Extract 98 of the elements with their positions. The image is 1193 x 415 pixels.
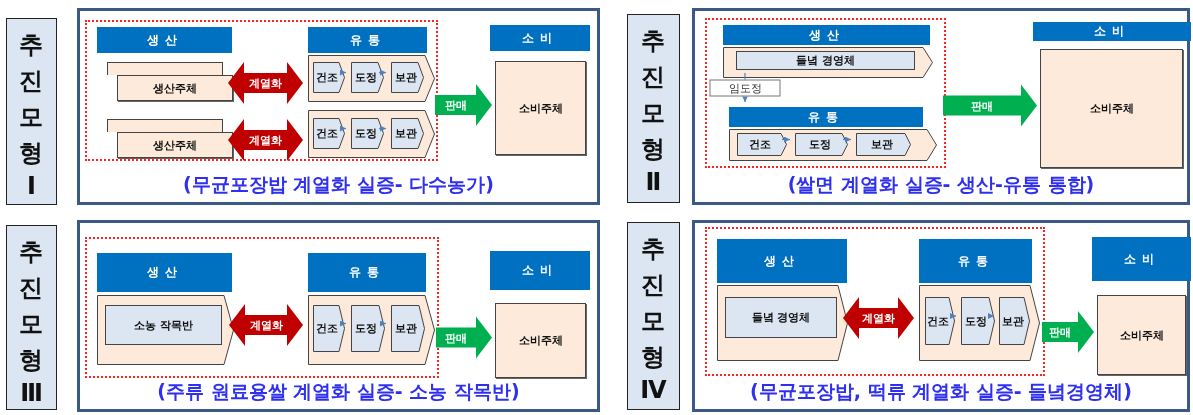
header-bar: 유통 — [308, 27, 427, 53]
panel-caption: (쌀면 계열화 실증- 생산-유통 통합) — [786, 172, 1096, 197]
edge-label: 판매 — [444, 97, 467, 113]
process-step: 보관 — [856, 133, 911, 156]
arrow — [339, 69, 347, 76]
panel-frame — [692, 220, 1190, 412]
stage-panel — [729, 129, 937, 161]
block-arrow — [943, 84, 1037, 127]
process-step: 건조 — [313, 118, 345, 149]
block-arrow — [435, 84, 492, 126]
edge-label: 계열화 — [249, 75, 282, 91]
edge-label: 계열화 — [249, 132, 282, 148]
header-bar: 유통 — [919, 239, 1032, 283]
roman-numeral: Ⅰ — [27, 171, 36, 201]
stacked-card — [107, 119, 223, 132]
roman-numeral: Ⅲ — [20, 378, 43, 408]
block-arrow — [229, 304, 303, 346]
dotted-region — [85, 20, 438, 161]
panel-frame — [77, 8, 600, 205]
stage-panel — [97, 295, 234, 365]
arrow — [339, 125, 347, 132]
panel-caption: (무균포장밥 계열화 실증- 다수농가) — [181, 172, 496, 197]
model-title: 추진모형 — [640, 234, 667, 373]
header-bar: 소비 — [1033, 22, 1191, 41]
header-bar: 소비 — [490, 25, 590, 51]
producer-box: 생산주체 — [117, 132, 233, 158]
model-label-box — [6, 225, 57, 410]
stacked-card — [107, 62, 223, 75]
process-step: 도정 — [351, 62, 384, 93]
model-label-box — [6, 18, 57, 205]
block-arrow — [228, 62, 303, 104]
consumer-box: 소비주체 — [495, 303, 586, 378]
stage-panel — [308, 110, 435, 158]
edge-label: 계열화 — [249, 317, 283, 333]
stage-panel — [723, 47, 933, 78]
process-step: 도정 — [351, 305, 385, 352]
arrow — [988, 313, 995, 319]
roman-numeral: Ⅳ — [640, 375, 667, 405]
header-bar: 유통 — [729, 107, 923, 127]
arrow — [378, 69, 387, 76]
header-bar: 생산 — [723, 25, 930, 45]
process-step: 도정 — [351, 118, 384, 149]
producer-box: 들녘 경영체 — [736, 51, 915, 70]
dotted-region — [705, 18, 946, 168]
panel-frame — [77, 220, 600, 412]
stage-panel — [308, 55, 435, 102]
model-title: 추진모형 — [18, 237, 45, 376]
panel-caption: (주류 원료용쌀 계열화 실증- 소농 작목반) — [156, 379, 521, 404]
arrow — [379, 320, 387, 327]
header-bar: 생산 — [97, 253, 232, 292]
header-bar: 소비 — [1092, 237, 1191, 281]
model-label-box — [627, 222, 680, 410]
edge-label: 임도정 — [709, 79, 781, 96]
panel-caption: (무균포장밥, 떡류 계열화 실증- 들녘경영체) — [749, 379, 1133, 404]
roman-numeral: Ⅱ — [645, 167, 662, 197]
dotted-region — [705, 227, 1045, 376]
stage-panel — [919, 285, 1040, 361]
producer-box: 들녘 경영체 — [725, 297, 837, 338]
arrow — [842, 136, 852, 143]
arrow — [378, 125, 387, 132]
header-bar: 생산 — [97, 27, 232, 53]
process-step: 보관 — [391, 118, 424, 149]
edge-label: 판매 — [445, 330, 467, 345]
process-step: 건조 — [313, 62, 345, 93]
model-label-box — [627, 14, 680, 203]
block-arrow — [436, 316, 492, 359]
stage-panel — [308, 295, 435, 365]
consumer-box: 소비주체 — [1097, 295, 1186, 375]
consumer-box: 소비주체 — [495, 61, 586, 155]
block-arrow — [228, 119, 303, 161]
arrow — [339, 320, 347, 327]
producer-box: 생산주체 — [117, 75, 233, 101]
process-step: 건조 — [737, 133, 787, 156]
process-step: 보관 — [391, 305, 425, 352]
header-bar: 소비 — [490, 251, 590, 290]
process-step: 도정 — [961, 297, 995, 345]
arrow — [781, 136, 791, 143]
process-step: 건조 — [313, 305, 345, 352]
dotted-region — [85, 237, 439, 378]
panel-frame — [692, 8, 1190, 205]
process-step: 보관 — [999, 297, 1030, 345]
model-title: 추진모형 — [18, 30, 45, 169]
producer-box: 소농 작목반 — [105, 305, 222, 345]
block-arrow — [843, 297, 914, 339]
arrow — [742, 72, 748, 103]
model-title: 추진모형 — [640, 26, 667, 165]
process-step: 도정 — [795, 133, 848, 156]
header-bar: 유통 — [308, 253, 426, 292]
header-bar: 생산 — [717, 239, 847, 283]
process-step: 건조 — [925, 297, 955, 345]
edge-label: 판매 — [1049, 324, 1071, 340]
arrow — [949, 313, 957, 319]
block-arrow — [1042, 311, 1094, 353]
edge-label: 계열화 — [862, 310, 895, 326]
consumer-box: 소비주체 — [1040, 49, 1183, 168]
stage-panel — [717, 285, 848, 361]
process-step: 보관 — [391, 62, 424, 93]
edge-label: 판매 — [971, 98, 993, 113]
